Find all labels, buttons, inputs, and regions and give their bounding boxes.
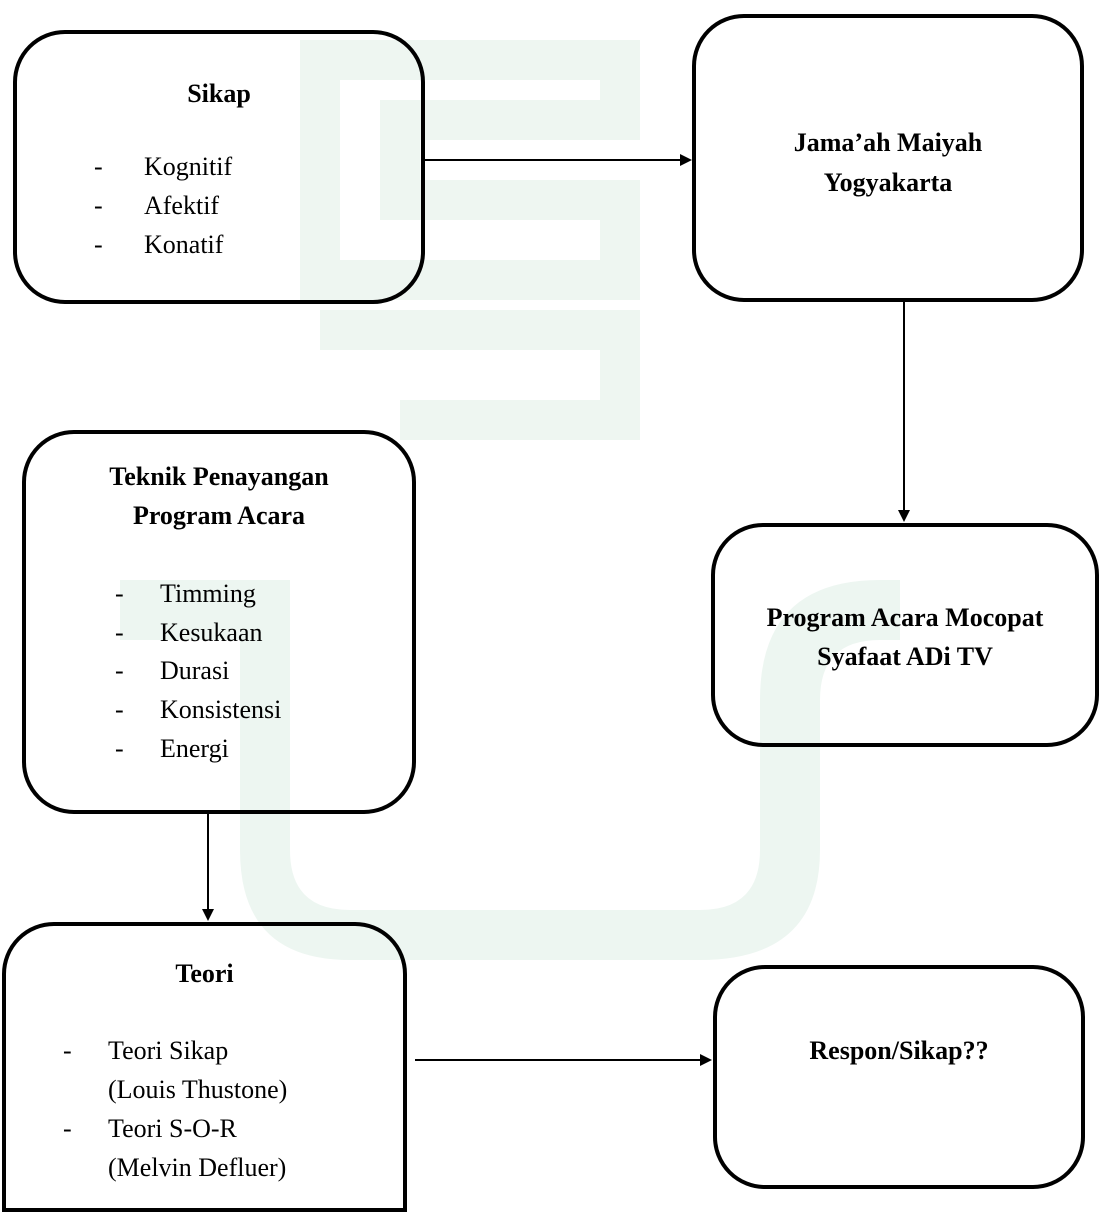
node-teknik-title-line: Program Acara <box>132 501 306 530</box>
node-program: Program Acara Mocopat Syafaat ADi TV <box>711 523 1099 747</box>
node-respon-title: Respon/Sikap?? <box>809 1036 989 1065</box>
node-teori-title: Teori <box>175 959 234 988</box>
node-teori: Teori - Teori Sikap (Louis Thustone) - T… <box>2 922 407 1212</box>
node-sikap: Sikap - Kognitif - Afektif - Konatif <box>13 30 425 304</box>
node-teknik-title-line: Teknik Penayangan <box>109 462 329 491</box>
node-jamaah-title-line: Yogyakarta <box>823 168 953 197</box>
node-respon: Respon/Sikap?? <box>713 965 1085 1189</box>
node-program-title-line: Syafaat ADi TV <box>817 642 993 671</box>
node-sikap-title: Sikap <box>187 79 251 108</box>
node-jamaah: Jama’ah Maiyah Yogyakarta <box>692 14 1084 302</box>
node-teknik: Teknik Penayangan Program Acara - Timmin… <box>22 430 416 814</box>
node-jamaah-title-line: Jama’ah Maiyah <box>793 128 983 157</box>
node-program-title-line: Program Acara Mocopat <box>766 603 1044 632</box>
